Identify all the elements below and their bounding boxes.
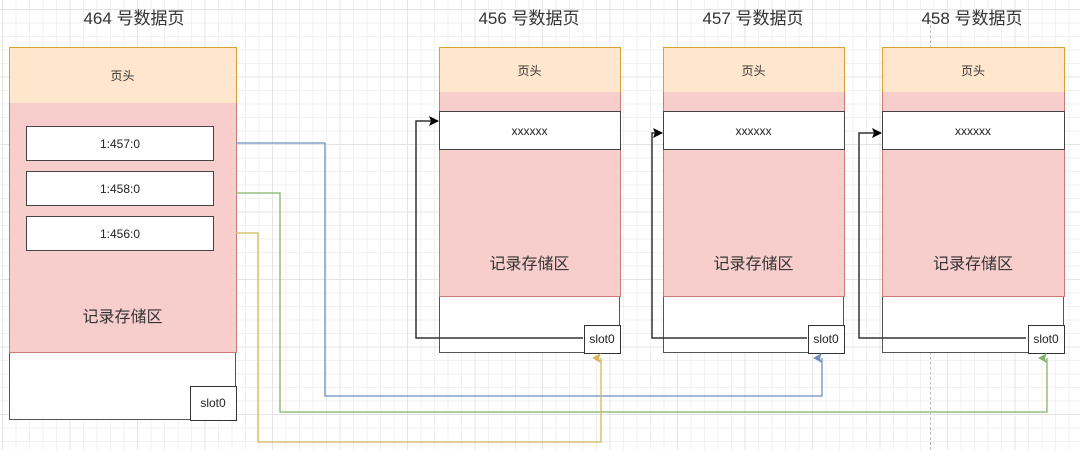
record-area-label: 记录存储区	[82, 309, 163, 326]
page-464[interactable]: 页头 记录存储区 1:457:0 1:458:0 1:456:0 slot0	[8, 46, 237, 421]
connector-458	[236, 192, 1048, 413]
connector-456	[236, 232, 602, 443]
record-row[interactable]: xxxxxx	[662, 111, 845, 150]
page-457-title: 457 号数据页	[702, 9, 804, 28]
page-header: 页头	[438, 46, 621, 94]
page-456-title: 456 号数据页	[478, 9, 580, 28]
connector-457	[236, 142, 823, 397]
slot-pointer-457	[651, 128, 807, 339]
record-row[interactable]: xxxxxx	[438, 111, 621, 150]
record-area-label: 记录存储区	[489, 256, 570, 273]
slot0[interactable]: slot0	[807, 324, 845, 354]
slot0[interactable]: slot0	[583, 324, 621, 354]
entry-1-456-0[interactable]: 1:456:0	[26, 216, 214, 251]
page-458[interactable]: 页头 记录存储区 xxxxxx slot0	[881, 46, 1065, 354]
page-header: 页头	[662, 46, 845, 94]
record-area-label: 记录存储区	[932, 256, 1013, 273]
slot0[interactable]: slot0	[1027, 324, 1065, 354]
page-458-title: 458 号数据页	[921, 9, 1023, 28]
slot-pointer-458	[858, 128, 1026, 339]
page-456[interactable]: 页头 记录存储区 xxxxxx slot0	[438, 46, 621, 354]
slot-pointer-456	[415, 116, 583, 339]
page-464-title: 464 号数据页	[83, 9, 185, 28]
page-457[interactable]: 页头 记录存储区 xxxxxx slot0	[662, 46, 845, 354]
entry-1-458-0[interactable]: 1:458:0	[26, 171, 214, 206]
entry-1-457-0[interactable]: 1:457:0	[26, 126, 214, 161]
page-header: 页头	[8, 46, 237, 105]
record-area-label: 记录存储区	[713, 256, 794, 273]
page-header: 页头	[881, 46, 1065, 94]
slot0[interactable]: slot0	[189, 385, 237, 421]
record-row[interactable]: xxxxxx	[881, 111, 1065, 150]
